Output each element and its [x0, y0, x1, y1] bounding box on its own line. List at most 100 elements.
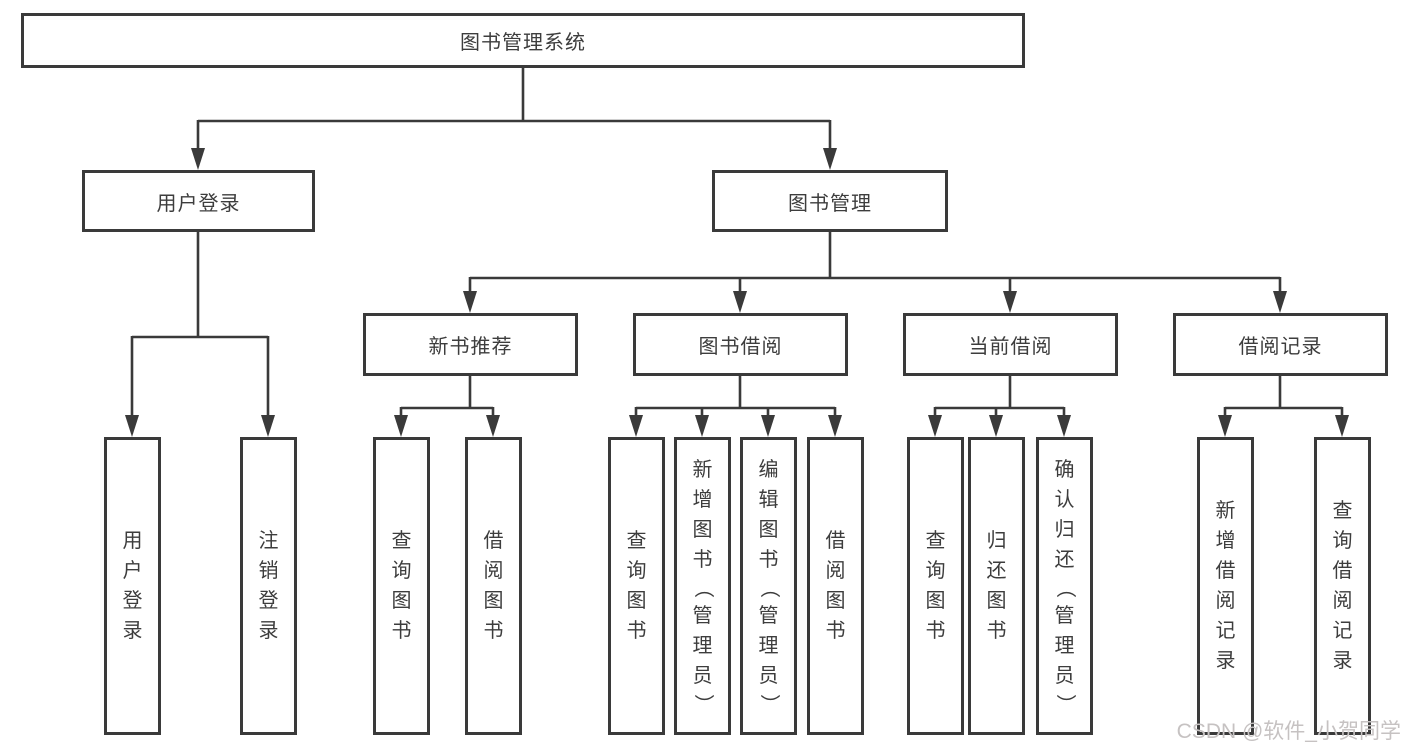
- vertical-char: 借: [825, 530, 846, 552]
- vertical-char: 询: [391, 560, 412, 582]
- vertical-char: 询: [626, 560, 647, 582]
- node-new-book-recommend-label: 新书推荐: [428, 336, 513, 358]
- vertical-char: 借: [1215, 560, 1236, 582]
- vertical-char: 询: [925, 560, 946, 582]
- node-borrow-records: 借阅记录: [1173, 313, 1388, 376]
- vertical-char: 询: [1332, 530, 1353, 552]
- vertical-char: 查: [626, 530, 647, 552]
- vertical-char: 增: [1215, 530, 1236, 552]
- vertical-char: 书: [825, 620, 846, 642]
- vertical-char: 员: [758, 665, 779, 687]
- vertical-char: 员: [1054, 665, 1075, 687]
- vertical-char: 书: [391, 620, 412, 642]
- vertical-char: ）: [691, 694, 714, 714]
- vertical-char: 确: [1054, 459, 1075, 481]
- vertical-char: 记: [1332, 620, 1353, 642]
- vertical-char: 辑: [758, 489, 779, 511]
- vertical-char: 图: [986, 590, 1007, 612]
- vertical-char: 归: [986, 530, 1007, 552]
- leaf-add-borrow-record: 新增借阅记录: [1197, 437, 1254, 735]
- node-book-borrow: 图书借阅: [633, 313, 848, 376]
- leaf-query-books-current: 查询图书: [907, 437, 964, 735]
- vertical-char: 查: [1332, 500, 1353, 522]
- leaf-borrow-books-recommend-label: 借阅图书: [468, 440, 519, 732]
- leaf-logout: 注销登录: [240, 437, 297, 735]
- vertical-char: 管: [758, 605, 779, 627]
- vertical-char: 增: [692, 489, 713, 511]
- vertical-char: 图: [391, 590, 412, 612]
- node-book-management: 图书管理: [712, 170, 948, 232]
- leaf-add-borrow-record-label: 新增借阅记录: [1200, 440, 1251, 732]
- vertical-char: 书: [925, 620, 946, 642]
- vertical-char: （: [691, 578, 714, 598]
- vertical-char: 管: [692, 605, 713, 627]
- csdn-watermark: CSDN @软件_小贺同学: [1176, 720, 1401, 743]
- vertical-char: 录: [122, 620, 143, 642]
- vertical-char: 借: [483, 530, 504, 552]
- vertical-char: 书: [758, 549, 779, 571]
- vertical-char: ）: [1053, 694, 1076, 714]
- vertical-char: 书: [986, 620, 1007, 642]
- node-library-management-system-label: 图书管理系统: [460, 32, 586, 54]
- vertical-char: 阅: [825, 560, 846, 582]
- leaf-add-books-admin-label: 新增图书（管理员）: [677, 440, 728, 732]
- vertical-char: 图: [758, 519, 779, 541]
- vertical-char: 录: [1215, 650, 1236, 672]
- leaf-borrow-books-label: 借阅图书: [810, 440, 861, 732]
- node-current-borrow-label: 当前借阅: [968, 336, 1053, 358]
- leaf-confirm-return-admin-label: 确认归还（管理员）: [1039, 440, 1090, 732]
- vertical-char: 登: [258, 590, 279, 612]
- vertical-char: 书: [483, 620, 504, 642]
- leaf-query-books-current-label: 查询图书: [910, 440, 961, 732]
- leaf-query-books-recommend-label: 查询图书: [376, 440, 427, 732]
- vertical-char: 录: [258, 620, 279, 642]
- vertical-char: 阅: [1215, 590, 1236, 612]
- vertical-char: 户: [122, 560, 143, 582]
- leaf-add-books-admin: 新增图书（管理员）: [674, 437, 731, 735]
- vertical-char: 理: [1054, 635, 1075, 657]
- vertical-char: 认: [1054, 489, 1075, 511]
- leaf-user-login: 用户登录: [104, 437, 161, 735]
- vertical-char: 理: [692, 635, 713, 657]
- vertical-char: 查: [391, 530, 412, 552]
- vertical-char: 销: [258, 560, 279, 582]
- node-book-management-label: 图书管理: [788, 192, 872, 215]
- leaf-edit-books-admin: 编辑图书（管理员）: [740, 437, 797, 735]
- vertical-char: 记: [1215, 620, 1236, 642]
- vertical-char: 新: [1215, 500, 1236, 522]
- vertical-char: ）: [757, 694, 780, 714]
- leaf-logout-label: 注销登录: [243, 440, 294, 732]
- vertical-char: 书: [692, 549, 713, 571]
- leaf-borrow-books-recommend: 借阅图书: [465, 437, 522, 735]
- vertical-char: 图: [483, 590, 504, 612]
- node-book-borrow-label: 图书借阅: [698, 336, 783, 358]
- vertical-char: 图: [825, 590, 846, 612]
- node-new-book-recommend: 新书推荐: [363, 313, 578, 376]
- leaf-query-books-recommend: 查询图书: [373, 437, 430, 735]
- vertical-char: 阅: [483, 560, 504, 582]
- vertical-char: 登: [122, 590, 143, 612]
- node-current-borrow: 当前借阅: [903, 313, 1118, 376]
- leaf-return-books: 归还图书: [968, 437, 1025, 735]
- vertical-char: 借: [1332, 560, 1353, 582]
- vertical-char: 阅: [1332, 590, 1353, 612]
- vertical-char: 书: [626, 620, 647, 642]
- leaf-edit-books-admin-label: 编辑图书（管理员）: [743, 440, 794, 732]
- node-user-login-label: 用户登录: [156, 192, 241, 215]
- vertical-char: 图: [925, 590, 946, 612]
- vertical-char: 注: [258, 530, 279, 552]
- leaf-confirm-return-admin: 确认归还（管理员）: [1036, 437, 1093, 735]
- leaf-return-books-label: 归还图书: [971, 440, 1022, 732]
- leaf-query-borrow-record: 查询借阅记录: [1314, 437, 1371, 735]
- vertical-char: 录: [1332, 650, 1353, 672]
- vertical-char: 图: [626, 590, 647, 612]
- leaf-query-borrow-record-label: 查询借阅记录: [1317, 440, 1368, 732]
- vertical-char: 新: [692, 459, 713, 481]
- node-library-management-system: 图书管理系统: [21, 13, 1025, 68]
- vertical-char: 编: [758, 459, 779, 481]
- vertical-char: 还: [986, 560, 1007, 582]
- leaf-user-login-label: 用户登录: [107, 440, 158, 732]
- vertical-char: 还: [1054, 549, 1075, 571]
